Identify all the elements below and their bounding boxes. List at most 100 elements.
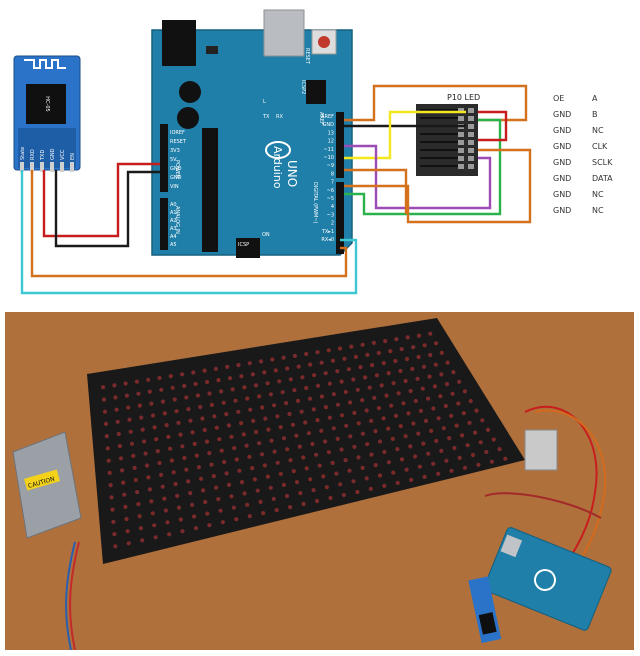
label-power: POWER — [174, 160, 180, 179]
photo-arduino — [483, 527, 612, 631]
p10-pin — [458, 148, 464, 153]
bt-pin — [20, 162, 24, 172]
icsp2-label: ICSP2 — [300, 80, 306, 94]
label-rx: RX — [276, 114, 283, 120]
p10-pin — [458, 164, 464, 169]
arduino-model: UNO — [285, 160, 299, 187]
pinout-left-label: GND — [553, 110, 571, 119]
arduino-pin-label: 12 — [328, 139, 334, 145]
arduino-pin-label: A3 — [170, 226, 177, 232]
arduino-pin-label: A0 — [170, 202, 177, 208]
arduino-pin-label: GND — [170, 166, 182, 172]
arduino-pin-label: ~10 — [323, 155, 334, 161]
arduino-pin-label: GND — [170, 175, 182, 181]
led-matrix-panel — [87, 318, 525, 564]
wire-orange-clk — [344, 148, 532, 224]
arduino-pin-label: GND — [323, 122, 335, 128]
p10-pin — [458, 116, 464, 121]
p10-pin — [468, 140, 474, 145]
pinout-left-label: GND — [553, 126, 571, 135]
arduino-pin-label: A4 — [170, 234, 177, 240]
wire-yellow-sclk — [344, 110, 466, 160]
bt-pin-label: TXD — [40, 150, 46, 161]
arduino-pin-label: ~6 — [327, 188, 334, 194]
bt-pin-label: VCC — [60, 149, 66, 160]
hc05-name: HC-05 — [44, 96, 50, 111]
pinout-right-label: DATA — [592, 174, 613, 183]
bt-pin — [70, 162, 74, 172]
arduino-brand: Arduino — [271, 146, 284, 189]
wire-black-gnd-bt — [54, 170, 160, 248]
arduino-pin-label: TX▸1 — [321, 229, 334, 235]
wire-purple-b — [344, 144, 492, 210]
label-on: ON — [262, 232, 270, 238]
p10-pin — [458, 132, 464, 137]
wire-orange-oe — [344, 84, 528, 122]
p10-pin — [458, 140, 464, 145]
wire-red-5v — [42, 162, 160, 238]
arduino-pin-label: 5V — [170, 157, 177, 163]
bt-pin-label: RXD — [30, 149, 36, 160]
photo-bt-module — [468, 576, 502, 644]
bt-pin — [60, 162, 64, 172]
label-aref: AREF — [318, 112, 324, 125]
arduino-pin-label: ~11 — [323, 147, 334, 153]
bt-pin — [40, 162, 44, 172]
p10-connector: P10 LED — [416, 93, 480, 176]
wire-orange-a — [344, 168, 408, 214]
arduino-pin-label: ~9 — [327, 163, 334, 169]
pinout-left-label: OE — [553, 94, 564, 103]
arduino-uno-board: RESET ICSP2 ICSP Arduino UNO L TX RX ON … — [151, 9, 353, 258]
pinout-left-label: GND — [553, 206, 571, 215]
p10-pin — [468, 132, 474, 137]
p10-pin — [468, 108, 474, 113]
p10-title: P10 LED — [447, 93, 480, 102]
wire-cyan-rx — [20, 170, 358, 295]
label-tx: TX — [262, 114, 270, 120]
pinout-right-label: SCLK — [592, 158, 613, 167]
label-digital: DIGITAL (PWM~) — [312, 182, 318, 224]
power-supply: CAUTION — [12, 431, 82, 539]
arduino-pin-label: 4 — [331, 204, 334, 210]
pinout-right-label: NC — [592, 206, 604, 215]
bt-pin-label: GND — [50, 148, 56, 160]
label-analog: ANALOG IN — [174, 206, 180, 234]
wire-green-data — [344, 118, 502, 216]
arduino-pin-label: 8 — [331, 171, 334, 177]
wire-orange-tx — [30, 170, 348, 278]
arduino-pin-label: A5 — [170, 242, 177, 248]
p10-pin — [468, 124, 474, 129]
p10-pin — [458, 156, 464, 161]
pinout-right-label: NC — [592, 190, 604, 199]
arduino-pin-label: A1 — [170, 210, 177, 216]
label-l: L — [263, 99, 266, 105]
arduino-pin-label: 7 — [331, 180, 334, 186]
arduino-pin-label: RX◂0 — [321, 237, 334, 243]
pinout-right-label: CLK — [592, 142, 608, 151]
pinout-left-label: GND — [553, 190, 571, 199]
bt-pin — [50, 162, 54, 172]
reset-label: RESET — [304, 48, 310, 65]
arduino-pin-label: 2 — [331, 221, 334, 227]
wires — [20, 84, 532, 295]
bt-pin-label: EN — [70, 153, 76, 160]
pinout-left-label: GND — [553, 158, 571, 167]
wire-red-p10 — [478, 110, 508, 142]
arduino-pin-label: AREF — [321, 114, 334, 120]
pinout-right-label: NC — [592, 126, 604, 135]
arduino-pin-label: ~5 — [327, 196, 334, 202]
arduino-pin-label: ~3 — [327, 212, 334, 218]
p10-ribbon-connector — [524, 429, 558, 471]
hardware-photo: CAUTION — [5, 312, 634, 651]
led-dots — [101, 331, 508, 549]
bt-pin — [30, 162, 34, 172]
pinout-left-label: GND — [553, 142, 571, 151]
arduino-pin-label: A2 — [170, 218, 177, 224]
pinout-left-label: GND — [553, 174, 571, 183]
p10-pin — [468, 156, 474, 161]
p10-pin — [468, 148, 474, 153]
